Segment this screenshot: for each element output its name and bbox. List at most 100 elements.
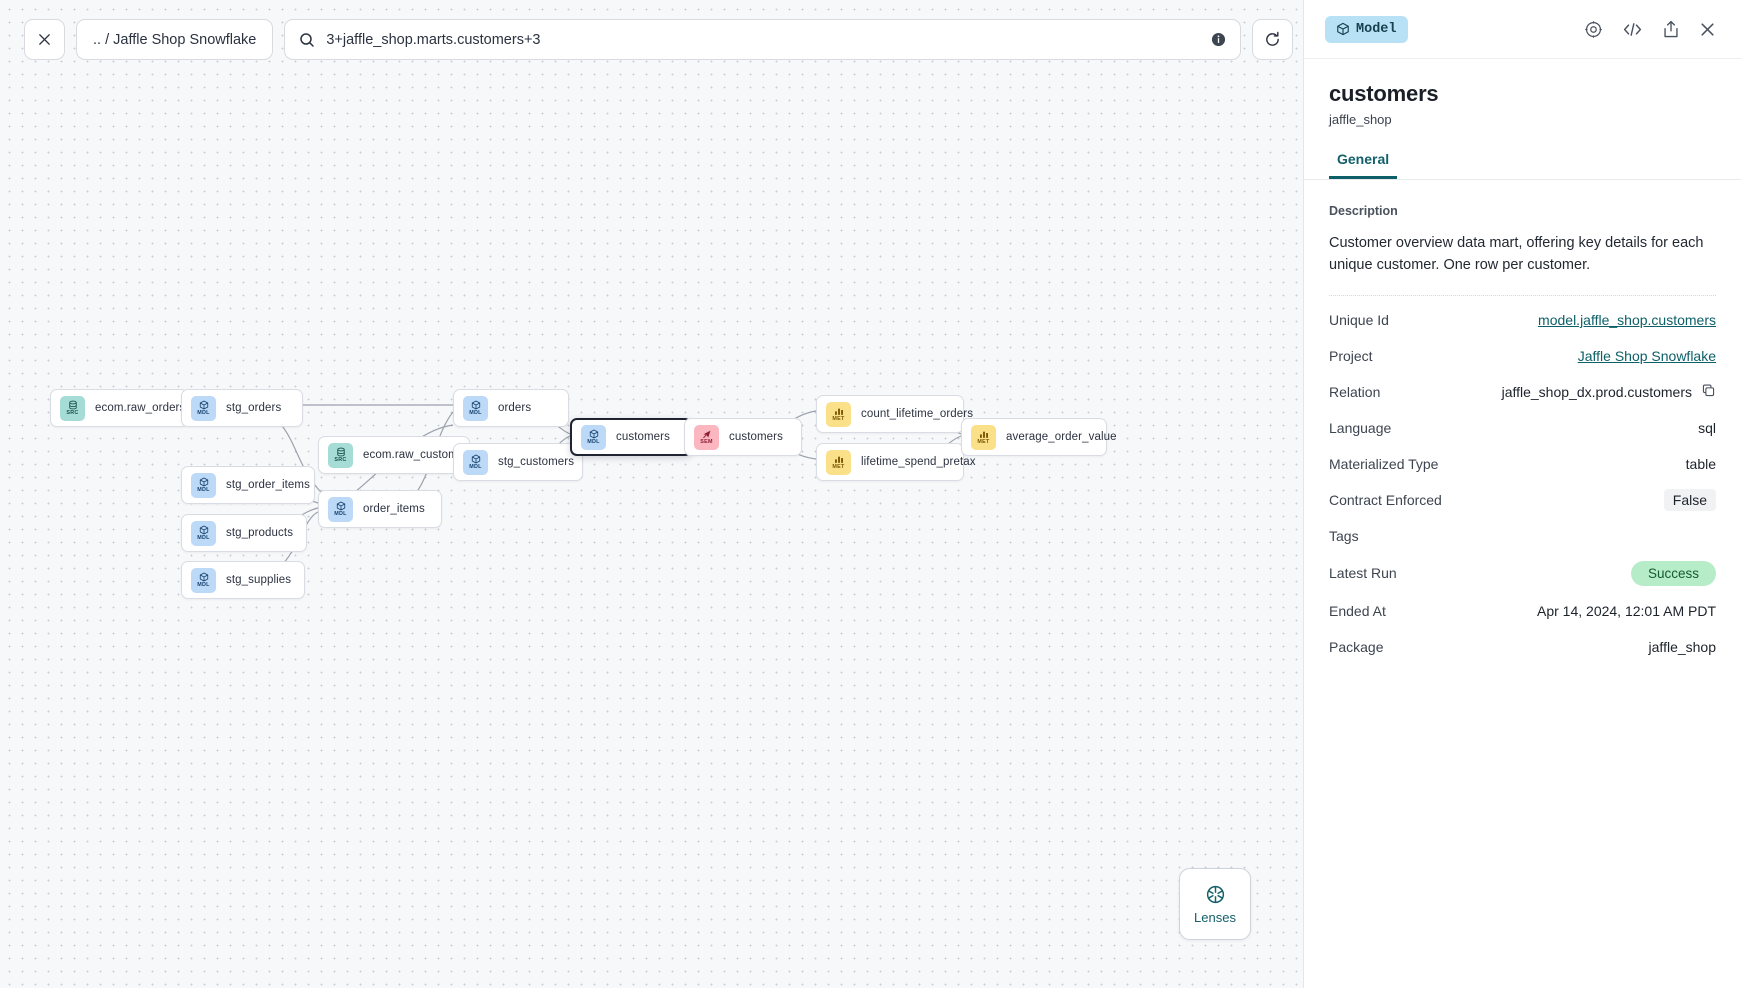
field-value-link[interactable]: jaffle_shop_dx.prod.customers [1501, 383, 1692, 400]
field-key: Project [1329, 347, 1373, 364]
breadcrumb-label: .. / Jaffle Shop Snowflake [93, 31, 257, 48]
canvas-toolbar: .. / Jaffle Shop Snowflake [24, 19, 1294, 60]
field-row: Project Jaffle Shop Snowflake [1329, 338, 1716, 374]
node-type-badge-mdl-icon: MDL [191, 567, 216, 593]
lineage-canvas[interactable]: .. / Jaffle Shop Snowflake [0, 0, 1303, 988]
field-row: Materialized Type table [1329, 446, 1716, 482]
node-type-badge-src-icon: SRC [328, 442, 353, 468]
tab-general[interactable]: General [1329, 151, 1398, 179]
field-value-link[interactable]: Jaffle Shop Snowflake [1577, 347, 1716, 364]
cube-icon [1336, 22, 1350, 36]
node-type-badge-met-icon: MET [826, 449, 851, 475]
field-value: sql [1698, 419, 1716, 436]
breadcrumb[interactable]: .. / Jaffle Shop Snowflake [76, 19, 274, 60]
focus-icon[interactable] [1584, 20, 1603, 39]
description-text: Customer overview data mart, offering ke… [1329, 235, 1704, 274]
lineage-node-label: orders [498, 402, 532, 414]
lineage-node-order_items[interactable]: MDL order_items [318, 490, 442, 528]
panel-title-block: customers jaffle_shop [1304, 59, 1741, 127]
resource-type-chip: Model [1325, 15, 1408, 43]
lineage-node-orders[interactable]: MDL orders [453, 389, 569, 427]
field-row: Tags [1329, 518, 1716, 554]
lineage-node-label: stg_customers [498, 456, 575, 468]
field-value: Apr 14, 2024, 12:01 AM PDT [1537, 602, 1716, 619]
field-key: Contract Enforced [1329, 491, 1442, 508]
field-row: Latest Run Success [1329, 554, 1716, 593]
node-type-badge-sem-icon: SEM [694, 424, 719, 450]
field-key: Tags [1329, 527, 1359, 544]
close-icon[interactable] [1699, 21, 1716, 38]
field-value: False [1663, 488, 1716, 511]
field-row: Language sql [1329, 410, 1716, 446]
field-value: jaffle_shop_dx.prod.customers [1502, 383, 1716, 401]
lineage-node-ecom.raw_orders[interactable]: SRC ecom.raw_orders [50, 389, 188, 427]
share-icon[interactable] [1662, 20, 1680, 39]
field-key: Package [1329, 638, 1384, 655]
node-type-badge-mdl-icon: MDL [463, 395, 488, 421]
close-icon [37, 32, 52, 47]
lineage-node-label: ecom.raw_orders [95, 402, 186, 414]
lineage-search[interactable] [284, 19, 1242, 60]
close-lineage-button[interactable] [24, 19, 65, 60]
aperture-icon [1205, 884, 1226, 905]
page-title: customers [1329, 81, 1439, 106]
field-value: table [1685, 455, 1716, 472]
details-panel: Model [1303, 0, 1741, 988]
lineage-node-label: order_items [363, 503, 425, 515]
lineage-node-label: customers [729, 431, 783, 443]
search-input[interactable] [326, 31, 1201, 48]
description-label: Description [1329, 204, 1398, 218]
lineage-node-label: count_lifetime_orders [861, 408, 974, 420]
field-key: Ended At [1329, 602, 1386, 619]
lenses-label: Lenses [1194, 909, 1236, 925]
field-row: Unique Id model.jaffle_shop.customers [1329, 302, 1716, 338]
lineage-node-label: stg_order_items [226, 479, 310, 491]
panel-body: Description Customer overview data mart,… [1304, 180, 1741, 988]
lineage-node-stg_orders[interactable]: MDL stg_orders [181, 389, 303, 427]
lineage-node-stg_order_items[interactable]: MDL stg_order_items [181, 466, 315, 504]
lineage-node-label: stg_supplies [226, 574, 292, 586]
lenses-button[interactable]: Lenses [1179, 868, 1251, 940]
field-key: Language [1329, 419, 1392, 436]
field-value: jaffle_shop [1648, 638, 1716, 655]
info-icon[interactable] [1211, 32, 1226, 47]
field-key: Latest Run [1329, 565, 1397, 582]
lineage-node-label: stg_orders [226, 402, 282, 414]
node-type-badge-mdl-icon: MDL [191, 395, 216, 421]
code-icon[interactable] [1622, 20, 1643, 39]
field-row: Ended At Apr 14, 2024, 12:01 AM PDT [1329, 593, 1716, 629]
panel-tabs: General [1304, 151, 1741, 180]
node-type-badge-met-icon: MET [971, 424, 996, 450]
status-badge: False [1663, 488, 1716, 511]
field-value: Success [1630, 560, 1716, 586]
search-icon [299, 32, 315, 48]
lineage-node-stg_supplies[interactable]: MDL stg_supplies [181, 561, 305, 599]
details-panel-header: Model [1304, 0, 1741, 59]
lineage-node-customers_sem[interactable]: SEM customers [684, 418, 802, 456]
node-type-badge-mdl-icon: MDL [328, 496, 353, 522]
status-badge: Success [1630, 560, 1716, 586]
refresh-button[interactable] [1252, 19, 1294, 60]
field-row: Contract Enforced False [1329, 482, 1716, 518]
field-key: Materialized Type [1329, 455, 1439, 472]
node-type-badge-src-icon: SRC [60, 395, 85, 421]
page-subtitle: jaffle_shop [1329, 112, 1392, 127]
lineage-node-stg_customers[interactable]: MDL stg_customers [453, 443, 583, 481]
node-type-badge-mdl-icon: MDL [191, 472, 216, 498]
copy-icon[interactable] [1701, 383, 1716, 401]
node-type-badge-mdl-icon: MDL [191, 520, 216, 546]
lineage-node-average_order_value[interactable]: MET average_order_value [961, 418, 1116, 456]
field-key: Unique Id [1329, 311, 1389, 328]
lineage-node-label: average_order_value [1006, 431, 1117, 443]
divider [1329, 294, 1716, 296]
lineage-node-label: customers [616, 431, 670, 443]
lineage-node-label: lifetime_spend_pretax [861, 456, 976, 468]
field-value-link[interactable]: model.jaffle_shop.customers [1538, 311, 1716, 328]
node-type-badge-mdl-icon: MDL [463, 449, 488, 475]
lineage-node-lifetime_spend_pretax[interactable]: MET lifetime_spend_pretax [816, 443, 976, 481]
